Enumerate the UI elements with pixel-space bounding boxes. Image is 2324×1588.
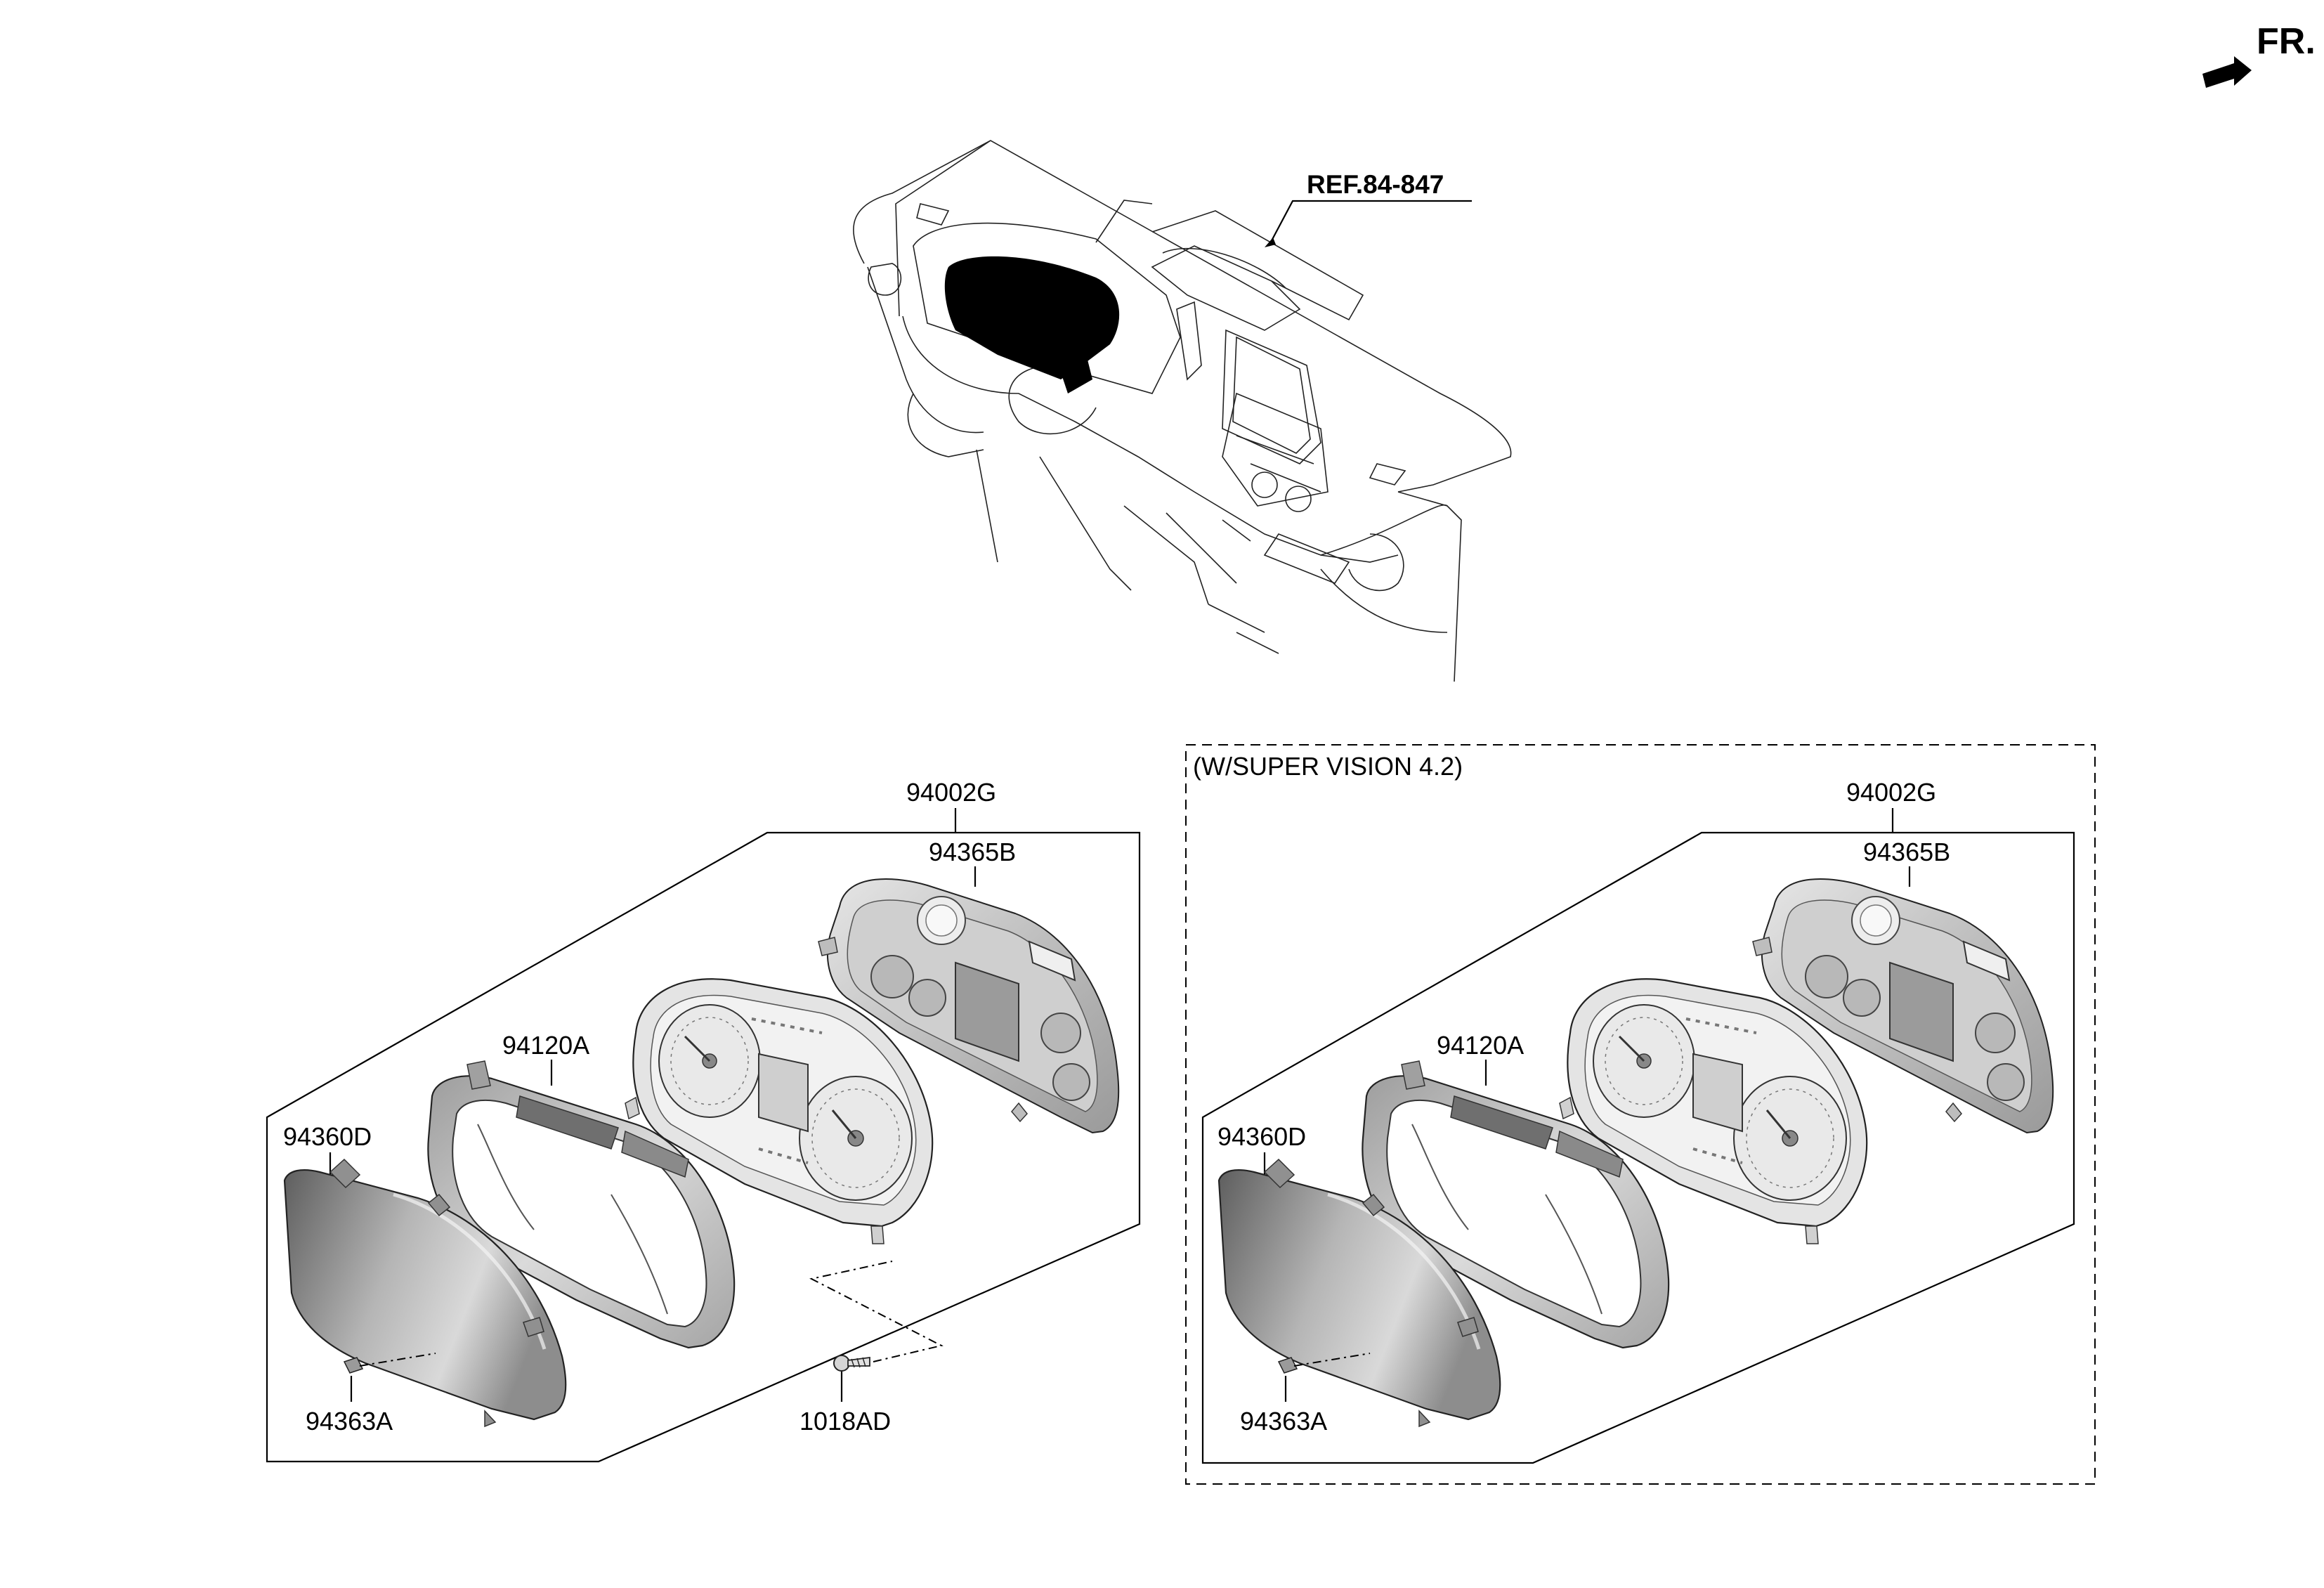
supervision-window-frame-label: 94120A <box>1437 1031 1524 1060</box>
supervision-group: 94002G 94365B 94120A 94360D 94363A <box>1201 778 2075 1464</box>
supervision-lens-label: 94360D <box>1218 1122 1306 1151</box>
front-label: FR. <box>2257 21 2316 62</box>
supervision-assembly-label: 94002G <box>1846 778 1936 807</box>
reference-label: REF.84-847 <box>1307 170 1444 199</box>
instrument-cluster-highlight <box>944 256 1120 393</box>
standard-group: 94002G 94365B 94120A 94360D 94363A 1018A… <box>266 778 1141 1463</box>
standard-lens-label: 94360D <box>283 1122 372 1151</box>
standard-screw <box>833 1355 870 1372</box>
standard-rear-case-label: 94365B <box>929 838 1016 866</box>
supervision-variant-box <box>1185 744 2096 1485</box>
supervision-rear-case-label: 94365B <box>1863 838 1950 866</box>
supervision-variant-title: (W/SUPER VISION 4.2) <box>1193 752 1463 781</box>
standard-window-frame-label: 94120A <box>502 1031 589 1060</box>
standard-assembly-label: 94002G <box>906 778 996 807</box>
reference-leader <box>1268 200 1472 247</box>
supervision-section: (W/SUPER VISION 4.2) 94002G 94365B 94120… <box>1185 744 2096 1485</box>
standard-assembly-outline <box>266 831 1141 1463</box>
standard-clip-label: 94363A <box>306 1407 393 1436</box>
supervision-clip-label: 94363A <box>1240 1407 1327 1436</box>
front-arrow-icon <box>2202 56 2252 88</box>
dashboard-illustration <box>853 140 1512 682</box>
standard-screw-label: 1018AD <box>799 1407 891 1436</box>
supervision-assembly-outline <box>1201 831 2075 1464</box>
